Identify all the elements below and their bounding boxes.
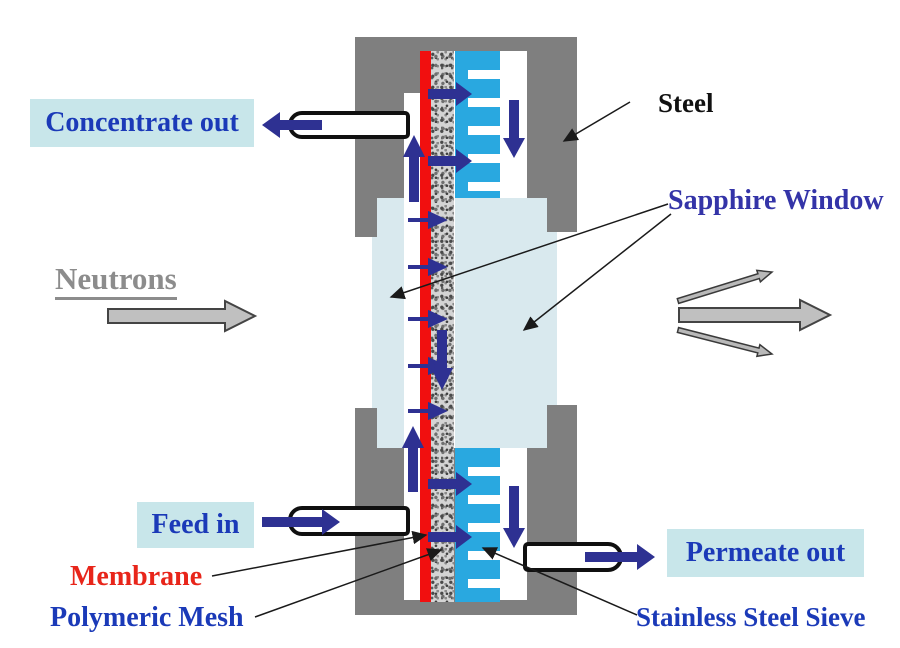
concentrate-out-arrow: [262, 112, 322, 138]
neutrons-label-text: Neutrons: [55, 261, 177, 300]
steel-block-bottom-right-tab: [547, 405, 577, 448]
flow-arrow-right-top-1: [428, 82, 472, 106]
steel-block-top-left-tab: [355, 198, 377, 237]
membrane-cross-arrows: [408, 210, 448, 421]
sapphire-pointer-line-left: [389, 203, 669, 300]
neutrons-out-up-arrow: [676, 269, 774, 305]
membrane-label: Membrane: [70, 561, 202, 593]
polymeric-mesh-pointer-line: [254, 548, 443, 618]
sapphire-window-left: [372, 197, 404, 450]
feed-in-label: Feed in: [137, 502, 254, 548]
neutrons-label: Neutrons: [55, 261, 177, 300]
feed-in-label-text: Feed in: [151, 509, 240, 540]
flow-arrow-right-bottom-2: [428, 525, 472, 549]
stainless-steel-sieve-label-text: Stainless Steel Sieve: [636, 602, 866, 632]
flow-arrow-up-top: [403, 135, 425, 202]
membrane-label-text: Membrane: [70, 561, 203, 592]
membrane-strip: [420, 51, 431, 602]
neutrons-in-arrow: [107, 299, 258, 333]
permeate-out-label: Permeate out: [667, 529, 864, 577]
neutrons-out-main-arrow: [678, 298, 833, 332]
sapphire-window-right: [455, 197, 557, 450]
flow-arrow-right-top-2: [428, 149, 472, 173]
sieve-pointer-line: [481, 547, 638, 616]
membrane-pointer-line: [211, 530, 428, 577]
steel-block-bottom-left-tab: [355, 408, 377, 448]
flow-arrow-down-bottom: [503, 486, 525, 548]
polymeric-mesh-label-text: Polymeric Mesh: [50, 602, 244, 633]
feed-in-arrow: [262, 509, 340, 535]
neutrons-out-down-arrow: [676, 326, 774, 358]
steel-block-top-right-tab: [547, 198, 577, 232]
permeate-out-label-text: Permeate out: [685, 537, 846, 568]
steel-label-text: Steel: [658, 88, 714, 118]
flow-arrow-up-bottom: [402, 426, 424, 492]
stainless-steel-sieve-label: Stainless Steel Sieve: [636, 602, 866, 633]
sapphire-window-label-text: Sapphire Window: [668, 185, 884, 216]
steel-pointer-line: [562, 101, 631, 142]
steel-label: Steel: [658, 88, 713, 119]
sapphire-window-label: Sapphire Window: [668, 185, 884, 217]
concentrate-out-label: Concentrate out: [30, 99, 254, 147]
permeate-out-arrow: [585, 544, 655, 570]
flow-arrow-right-bottom-1: [428, 472, 472, 496]
polymeric-mesh-strip: [431, 51, 454, 602]
flow-arrow-down-middle: [431, 330, 453, 390]
concentrate-out-label-text: Concentrate out: [45, 107, 239, 138]
polymeric-mesh-label: Polymeric Mesh: [50, 602, 244, 634]
permeate-pipe: [523, 542, 623, 572]
sapphire-pointer-line-right: [522, 213, 672, 331]
flow-arrow-down-top: [503, 100, 525, 158]
